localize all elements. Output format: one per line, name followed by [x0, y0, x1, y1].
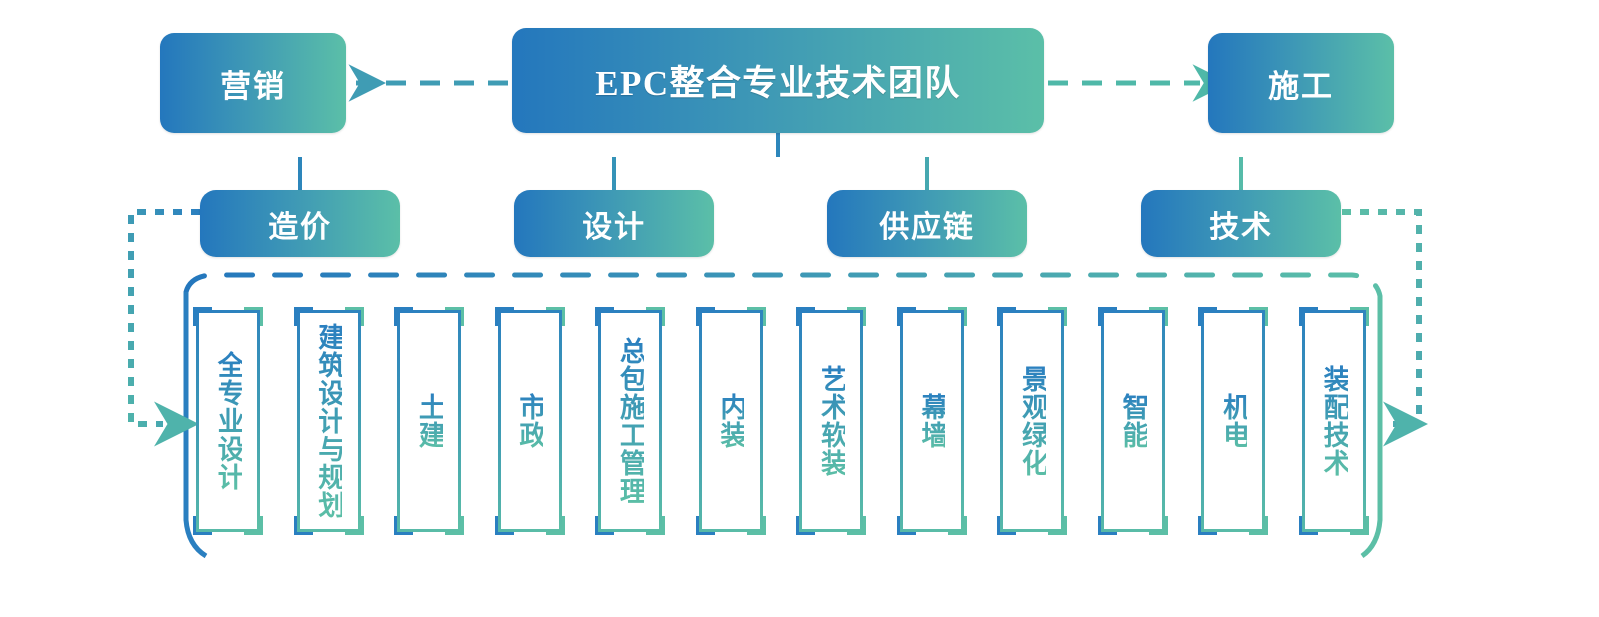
corner-top-left-icon — [695, 307, 715, 326]
corner-top-left-icon — [997, 307, 1017, 326]
node-marketing[interactable]: 营销 — [160, 33, 346, 133]
corner-top-right-icon — [1249, 307, 1269, 326]
corner-top-left-icon — [1198, 307, 1218, 326]
leaf-frame — [598, 310, 663, 532]
leaf-frame — [1100, 310, 1165, 532]
leaf-item[interactable]: 内装 — [695, 307, 766, 535]
node-root-label: EPC整合专业技术团队 — [595, 64, 961, 103]
leaf-frame — [1301, 310, 1366, 532]
corner-bottom-left-icon — [494, 516, 514, 535]
leaf-item[interactable]: 装配技术 — [1298, 307, 1369, 535]
corner-bottom-left-icon — [293, 516, 313, 535]
corner-bottom-left-icon — [1298, 516, 1318, 535]
corner-top-left-icon — [193, 307, 212, 326]
leaf-frame — [799, 310, 864, 532]
corner-bottom-left-icon — [595, 516, 615, 535]
leaf-item[interactable]: 智能 — [1097, 307, 1168, 535]
corner-bottom-right-icon — [646, 516, 666, 535]
leaf-row: 全专业设计 建筑设计与规划 土建 市政 — [193, 307, 1369, 535]
corner-bottom-right-icon — [746, 516, 766, 535]
corner-top-right-icon — [344, 307, 364, 326]
corner-bottom-left-icon — [997, 516, 1017, 535]
corner-bottom-right-icon — [545, 516, 565, 535]
corner-top-left-icon — [896, 307, 916, 326]
corner-top-left-icon — [293, 307, 313, 326]
node-technology-label: 技术 — [1209, 210, 1273, 244]
leaf-frame — [196, 310, 260, 532]
corner-bottom-right-icon — [1048, 516, 1068, 535]
corner-top-left-icon — [595, 307, 615, 326]
corner-top-left-icon — [394, 307, 414, 326]
corner-bottom-left-icon — [1198, 516, 1218, 535]
node-design-label: 设计 — [582, 210, 646, 244]
leaf-item[interactable]: 全专业设计 — [193, 307, 263, 535]
corner-bottom-right-icon — [1249, 516, 1269, 535]
corner-top-right-icon — [545, 307, 565, 326]
node-marketing-label: 营销 — [220, 68, 286, 104]
corner-bottom-right-icon — [1148, 516, 1168, 535]
leaf-frame — [1000, 310, 1065, 532]
leaf-item[interactable]: 土建 — [394, 307, 465, 535]
corner-top-left-icon — [796, 307, 816, 326]
leaf-item[interactable]: 建筑设计与规划 — [293, 307, 364, 535]
corner-top-right-icon — [445, 307, 465, 326]
corner-bottom-left-icon — [896, 516, 916, 535]
leaf-item[interactable]: 总包施工管理 — [595, 307, 666, 535]
leaf-frame — [296, 310, 361, 532]
node-supplychain[interactable]: 供应链 — [827, 190, 1027, 257]
leaf-item[interactable]: 艺术软装 — [796, 307, 867, 535]
leaf-frame — [899, 310, 964, 532]
corner-top-right-icon — [1048, 307, 1068, 326]
leaf-frame — [698, 310, 763, 532]
corner-top-left-icon — [1097, 307, 1117, 326]
corner-bottom-right-icon — [344, 516, 364, 535]
corner-bottom-right-icon — [1349, 516, 1369, 535]
corner-top-left-icon — [1298, 307, 1318, 326]
node-cost[interactable]: 造价 — [200, 190, 400, 257]
node-cost-label: 造价 — [268, 210, 332, 244]
corner-top-right-icon — [847, 307, 867, 326]
corner-top-right-icon — [947, 307, 967, 326]
corner-top-right-icon — [646, 307, 666, 326]
leaf-frame — [1201, 310, 1266, 532]
leaf-item[interactable]: 市政 — [494, 307, 565, 535]
leaf-item[interactable]: 幕墙 — [896, 307, 967, 535]
leaf-frame — [397, 310, 462, 532]
corner-top-right-icon — [1349, 307, 1369, 326]
node-technology[interactable]: 技术 — [1141, 190, 1341, 257]
corner-bottom-right-icon — [847, 516, 867, 535]
leaf-frame — [497, 310, 562, 532]
corner-bottom-left-icon — [193, 516, 212, 535]
node-root[interactable]: EPC整合专业技术团队 — [512, 28, 1044, 133]
corner-top-left-icon — [494, 307, 514, 326]
corner-bottom-right-icon — [947, 516, 967, 535]
node-supplychain-label: 供应链 — [879, 210, 975, 244]
link-left-feedback — [128, 209, 200, 447]
corner-top-right-icon — [746, 307, 766, 326]
corner-bottom-left-icon — [1097, 516, 1117, 535]
leaf-item[interactable]: 景观绿化 — [997, 307, 1068, 535]
node-construction[interactable]: 施工 — [1208, 33, 1394, 133]
corner-bottom-right-icon — [244, 516, 263, 535]
corner-bottom-left-icon — [796, 516, 816, 535]
node-construction-label: 施工 — [1268, 68, 1334, 104]
corner-top-right-icon — [1148, 307, 1168, 326]
corner-bottom-left-icon — [394, 516, 414, 535]
corner-bottom-right-icon — [445, 516, 465, 535]
node-design[interactable]: 设计 — [514, 190, 714, 257]
leaf-item[interactable]: 机电 — [1198, 307, 1269, 535]
corner-bottom-left-icon — [695, 516, 715, 535]
corner-top-right-icon — [244, 307, 263, 326]
